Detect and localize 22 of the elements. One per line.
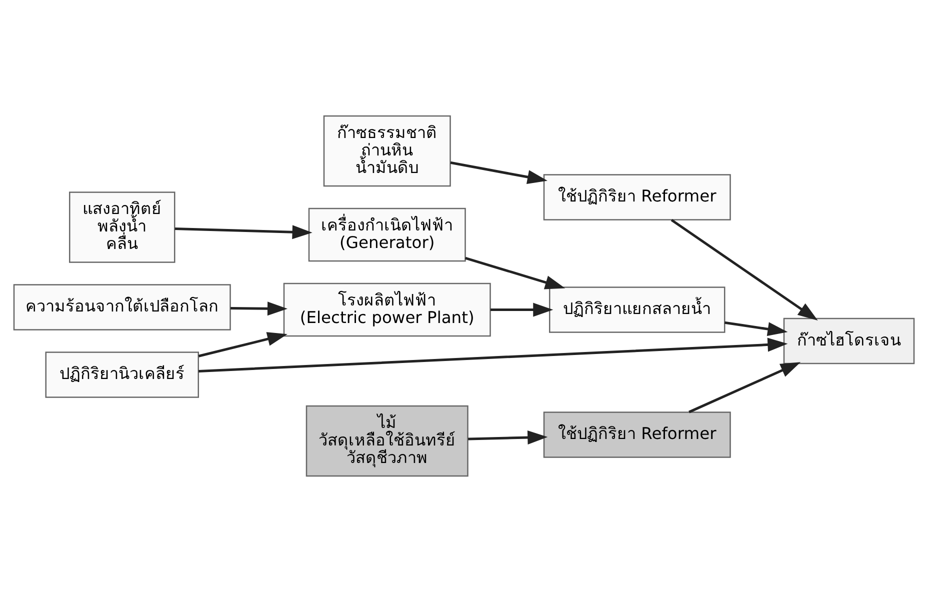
node-box: โรงผลิตไฟฟ้า (Electric power Plant) — [283, 282, 491, 336]
arrow — [174, 224, 312, 239]
node-box: ใช้ปฏิกิริยา Reformer — [543, 411, 731, 458]
node-box: ความร้อนจากใต้เปลือกโลก — [13, 284, 231, 330]
arrow — [198, 332, 288, 357]
node-box: ก๊าซไฮโดรเจน — [783, 317, 915, 364]
arrow — [230, 301, 288, 316]
node-box: ปฏิกิริยานิวเคลียร์ — [45, 351, 199, 398]
arrow — [688, 362, 801, 413]
arrow — [468, 430, 548, 444]
node-box: แสงอาทิตย์ พลังน้ำ คลื่น — [69, 191, 176, 262]
arrow — [198, 337, 788, 372]
arrow — [464, 256, 566, 289]
node-box: ไม้ วัสดุเหลือใช้อินทรีย์ วัสดุชีวภาพ — [306, 404, 468, 476]
node-box: ใช้ปฏิกิริยา Reformer — [543, 174, 731, 220]
node-box: เครื่องกำเนิดไฟฟ้า (Generator) — [308, 207, 466, 262]
arrow — [450, 160, 548, 184]
node-box: ปฏิกิริยาแยกสลายน้ำ — [549, 286, 726, 332]
arrow — [724, 320, 788, 336]
node-box: ก๊าซธรรมชาติ ถ่านหิน น้ำมันดิบ — [323, 114, 451, 186]
arrow — [490, 302, 554, 316]
arrow — [670, 218, 818, 320]
